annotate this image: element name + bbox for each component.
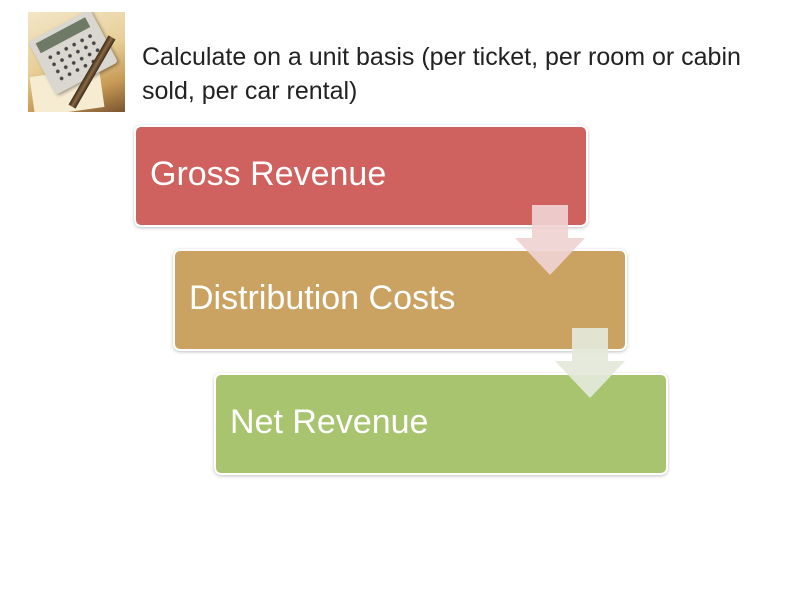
down-arrow-icon: [555, 328, 625, 398]
step-distribution-costs: Distribution Costs: [173, 249, 627, 351]
step-gross-revenue: Gross Revenue: [134, 125, 588, 227]
down-arrow-icon: [515, 205, 585, 275]
calculator-image: [28, 12, 125, 112]
caption-text: Calculate on a unit basis (per ticket, p…: [142, 43, 741, 105]
